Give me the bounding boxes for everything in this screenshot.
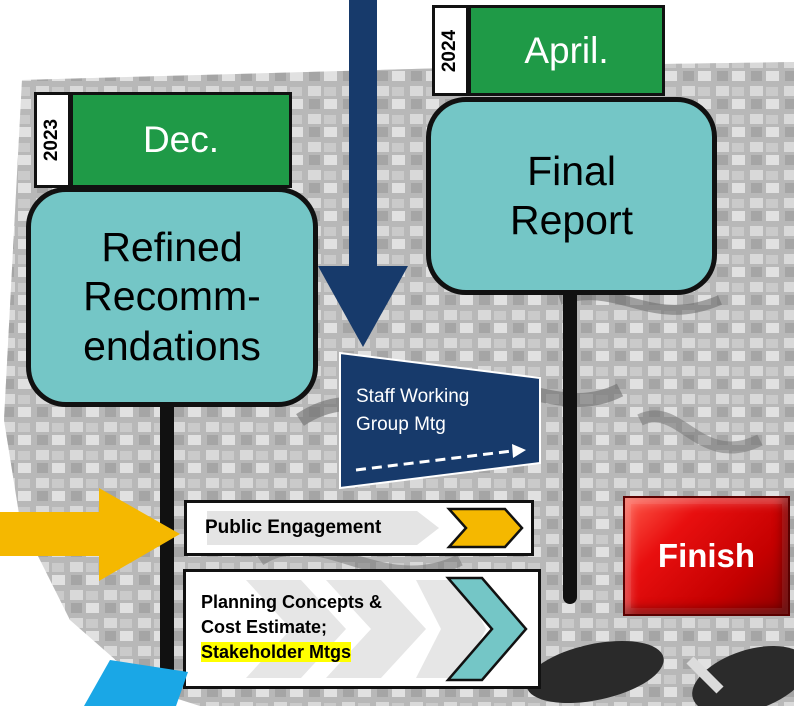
planning-concepts-bar: Planning Concepts & Cost Estimate; Stake… [183, 569, 541, 689]
planning-label: Planning Concepts & Cost Estimate; Stake… [201, 592, 383, 662]
staff-meeting-label: Staff Working Group Mtg [356, 386, 470, 435]
chevron-right-icon [445, 576, 528, 682]
stakeholder-highlight: Stakeholder Mtgs [201, 642, 352, 662]
milestone-title: Final Report [509, 147, 634, 243]
finish-button: Finish [623, 496, 790, 616]
month-tab-april: April. [468, 5, 665, 96]
public-engagement-bar: Public Engagement [184, 500, 534, 556]
timeline-line-dec [160, 380, 174, 706]
year-tab-2023: 2023 [34, 92, 71, 188]
public-engagement-label: Public Engagement [205, 517, 382, 538]
dashed-arrow-icon [512, 444, 526, 458]
year-tab-2024: 2024 [432, 5, 469, 96]
timeline-line-april [563, 280, 577, 604]
milestone-title: Refined Recomm-endations [83, 224, 261, 369]
milestone-final-report: Final Report [426, 97, 717, 295]
chevron-right-icon [446, 507, 524, 549]
milestone-refined-recommendations: Refined Recomm-endations [26, 187, 318, 407]
month-tab-dec: Dec. [70, 92, 292, 188]
